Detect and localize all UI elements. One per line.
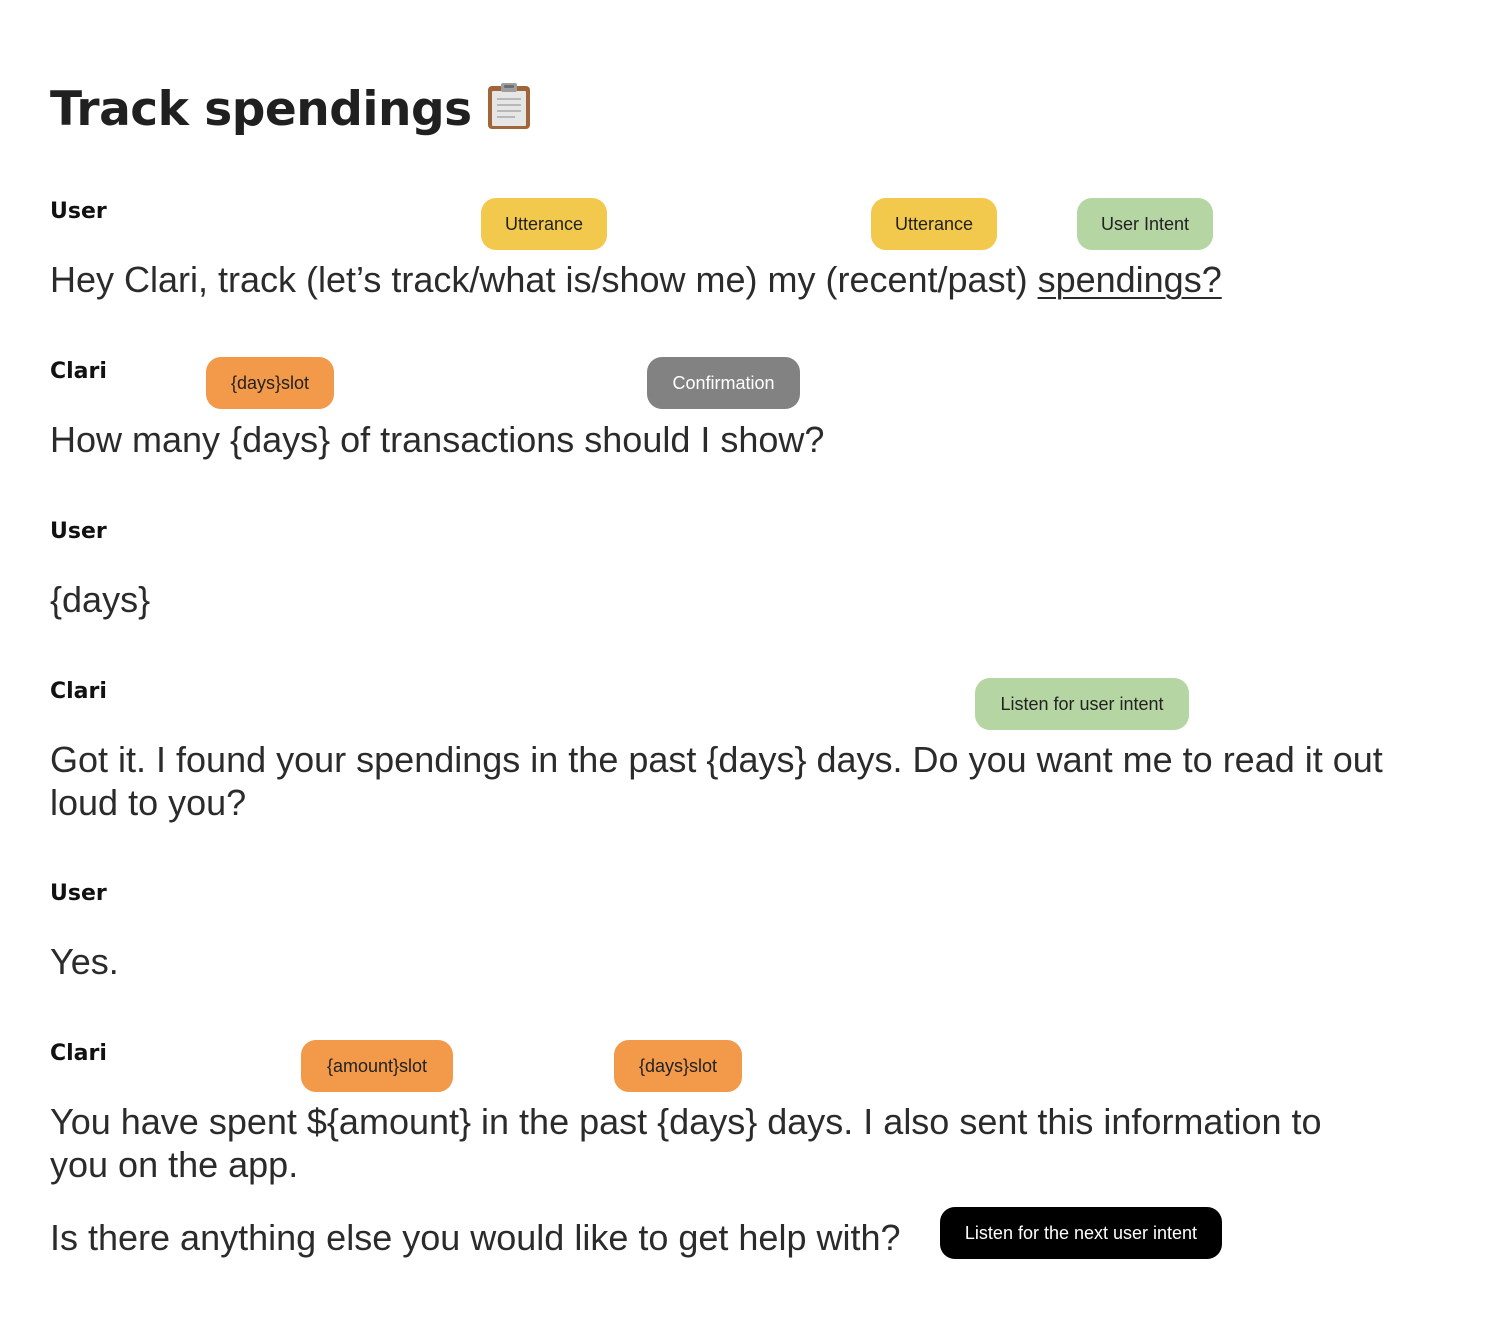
clipboard-icon [486,82,532,130]
confirmation-tag: Confirmation [647,357,800,409]
speaker-label-user: User [50,199,107,224]
days-slot-tag: {days}slot [206,357,334,409]
intent-keyword: spendings? [1037,259,1222,300]
clari-followup-text: Is there anything else you would like to… [50,1217,901,1258]
utterance-tag: Utterance [481,198,607,250]
page-title-text: Track spendings [50,82,472,137]
user-intent-tag: User Intent [1077,198,1213,250]
speaker-label-user: User [50,519,107,544]
clari-response-text: Got it. I found your spendings in the pa… [50,739,1383,823]
speaker-label-clari: Clari [50,679,107,704]
speaker-label-clari: Clari [50,359,107,384]
listen-intent-tag: Listen for user intent [975,678,1189,730]
days-slot-tag: {days}slot [614,1040,742,1092]
page-title: Track spendings [50,80,532,140]
clari-response-text: How many {days} of transactions should I… [50,419,825,460]
user-response-text: Yes. [50,941,119,982]
speaker-label-clari: Clari [50,1041,107,1066]
next-intent-tag: Listen for the next user intent [940,1207,1222,1259]
speaker-label-user: User [50,881,107,906]
utterance-text: Hey Clari, track (let’s track/what is/sh… [50,259,1038,300]
amount-slot-tag: {amount}slot [301,1040,453,1092]
user-utterance-text: Hey Clari, track (let’s track/what is/sh… [50,258,1222,301]
utterance-tag: Utterance [871,198,997,250]
clari-response-text: You have spent ${amount} in the past {da… [50,1101,1322,1185]
user-response-text: {days} [50,579,151,620]
